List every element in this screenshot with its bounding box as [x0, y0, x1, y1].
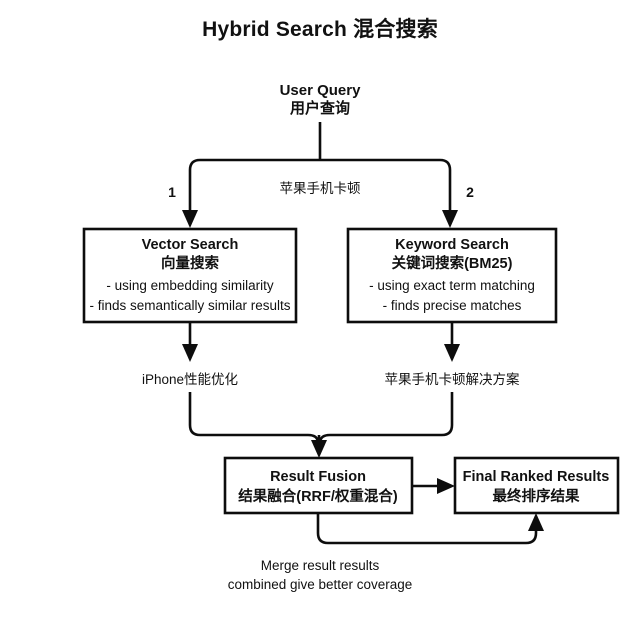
result-fusion-title-cn: 结果融合(RRF/权重混合) — [238, 487, 398, 505]
arrowhead-merge-to-fusion — [311, 440, 327, 458]
branch-number-2: 2 — [466, 184, 474, 200]
user-query-label-en: User Query — [280, 82, 362, 99]
result-fusion-title-en: Result Fusion — [270, 469, 366, 485]
edge-right-merge — [318, 392, 454, 444]
arrowhead-keyword-to-label — [444, 344, 460, 362]
keyword-search-title-en: Keyword Search — [395, 237, 509, 253]
edge-query-to-vector — [188, 158, 320, 212]
node-keyword-search[interactable] — [346, 227, 558, 324]
branch-query-label: 苹果手机卡顿 — [280, 181, 361, 196]
final-results-title-en: Final Ranked Results — [463, 469, 610, 485]
keyword-search-bullet-2: - finds precise matches — [383, 298, 522, 313]
vector-search-bullet-2: - finds semantically similar results — [89, 298, 290, 313]
vector-search-title-cn: 向量搜索 — [161, 254, 219, 272]
caption-line-2: combined give better coverage — [228, 577, 413, 592]
arrowhead-fusion-to-final — [437, 478, 455, 494]
edge-query-to-keyword — [320, 158, 452, 212]
arrowhead-vector-to-label — [182, 344, 198, 362]
keyword-search-title-cn: 关键词搜索(BM25) — [392, 254, 513, 272]
caption-line-1: Merge result results — [261, 558, 380, 573]
keyword-search-bullet-1: - using exact term matching — [369, 278, 535, 293]
node-final-ranked-results[interactable] — [453, 456, 620, 515]
edge-fusion-feedback-to-final — [316, 513, 538, 545]
intermediate-label-right: 苹果手机卡顿解决方案 — [385, 371, 520, 387]
intermediate-label-left: iPhone性能优化 — [142, 372, 238, 387]
vector-search-title-en: Vector Search — [142, 237, 239, 253]
edge-left-merge — [188, 392, 320, 444]
arrowhead-query-to-keyword — [442, 210, 458, 228]
arrowhead-query-to-vector — [182, 210, 198, 228]
vector-search-bullet-1: - using embedding similarity — [106, 278, 274, 293]
node-vector-search[interactable] — [82, 227, 298, 324]
arrowhead-feedback-to-final — [528, 513, 544, 531]
user-query-label-cn: 用户查询 — [290, 99, 350, 117]
page-title: Hybrid Search 混合搜索 — [202, 17, 438, 41]
final-results-title-cn: 最终排序结果 — [493, 487, 580, 505]
branch-number-1: 1 — [168, 184, 176, 200]
